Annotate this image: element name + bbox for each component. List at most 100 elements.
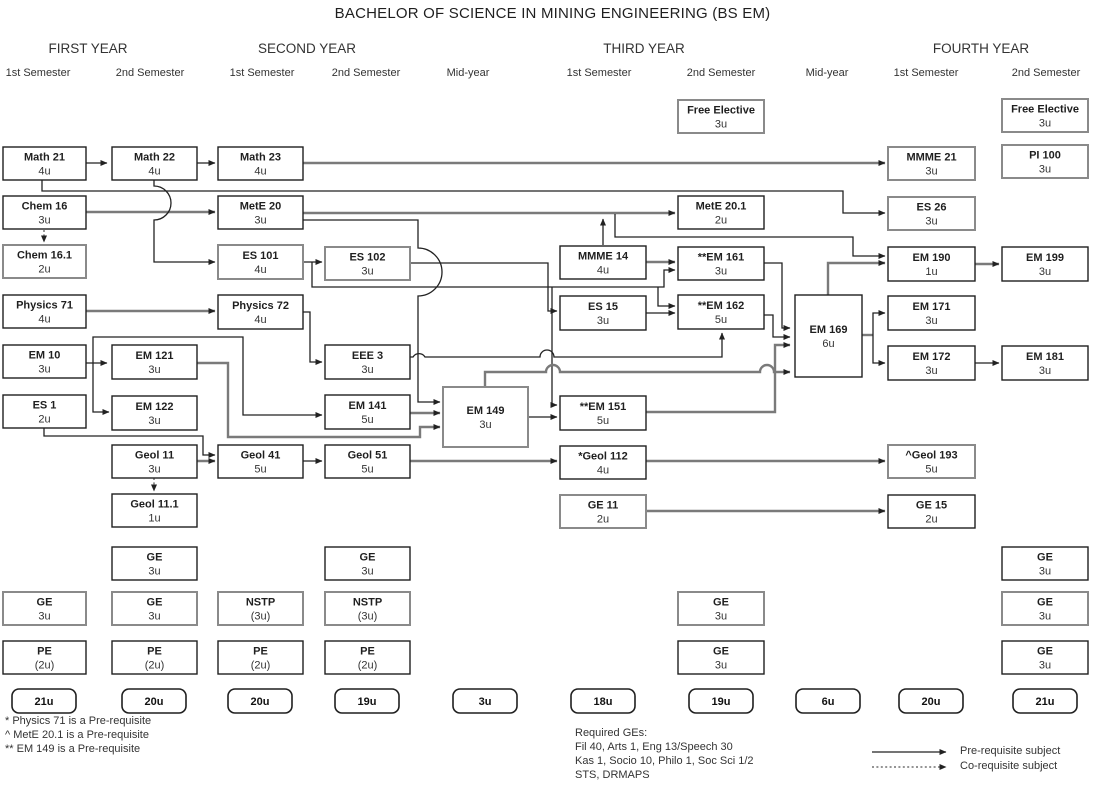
- course-label-em-199: EM 199: [1026, 252, 1064, 264]
- course-units-es-26: 3u: [925, 216, 937, 228]
- course-label-em-162: **EM 162: [698, 300, 744, 312]
- course-label-pe-col3: PE: [253, 646, 268, 658]
- course-label-free-elective-3y: Free Elective: [687, 105, 755, 117]
- course-units-es-15: 3u: [597, 315, 609, 327]
- course-label-ge-row1-col10: GE: [1037, 552, 1053, 564]
- course-units-geol-193: 5u: [925, 464, 937, 476]
- course-units-nstp-col4: (3u): [358, 611, 378, 623]
- course-units-em-181: 3u: [1039, 365, 1051, 377]
- course-units-em-122: 3u: [148, 415, 160, 427]
- course-label-em-121: EM 121: [136, 350, 174, 362]
- semester-header-2: 2nd Semester: [115, 67, 185, 79]
- semester-total-value-1: 21u: [35, 696, 54, 708]
- course-label-em-122: EM 122: [136, 401, 174, 413]
- course-box-math-22: Math 22 4u: [111, 146, 198, 181]
- course-label-em-169: EM 169: [810, 324, 848, 336]
- course-box-eee-3: EEE 33u: [324, 344, 411, 380]
- course-units-ge-row3-col10: 3u: [1039, 660, 1051, 672]
- semester-header-3: 1st Semester: [229, 67, 295, 79]
- course-box-geol-11-1: Geol 11.11u: [111, 493, 198, 528]
- required-ges-title: Required GEs:: [575, 727, 648, 739]
- course-label-ge-15: GE 15: [916, 500, 947, 512]
- course-box-pe-col2: PE (2u): [111, 640, 198, 675]
- course-units-free-elective-3y: 3u: [715, 119, 727, 131]
- edge-es102-es15: [410, 262, 558, 314]
- course-label-geol-41: Geol 41: [241, 450, 281, 462]
- course-units-pe-col2: (2u): [145, 660, 165, 672]
- course-label-nstp-col4: NSTP: [353, 597, 382, 609]
- legend-corequisite-label: Co-requisite subject: [960, 760, 1058, 772]
- semester-header-5: Mid-year: [446, 67, 490, 79]
- course-units-em-199: 3u: [1039, 266, 1051, 278]
- course-units-em-10: 3u: [38, 364, 50, 376]
- course-box-nstp-col4: NSTP (3u): [324, 591, 411, 626]
- course-label-mmme-21: MMME 21: [906, 152, 956, 164]
- course-units-ge-row1-col4: 3u: [361, 566, 373, 578]
- course-label-em-141: EM 141: [349, 400, 387, 412]
- course-units-ge-11: 2u: [597, 514, 609, 526]
- legend-prerequisite-label: Pre-requisite subject: [960, 745, 1061, 757]
- course-label-pe-col2: PE: [147, 646, 162, 658]
- course-units-em-121: 3u: [148, 364, 160, 376]
- course-label-es-102: ES 102: [349, 252, 385, 264]
- course-label-ge-row3-col7: GE: [713, 646, 729, 658]
- course-units-pe-col1: (2u): [35, 660, 55, 672]
- course-label-free-elective-4y: Free Elective: [1011, 104, 1079, 116]
- course-units-nstp-col3: (3u): [251, 611, 271, 623]
- semester-total-value-10: 21u: [1036, 696, 1055, 708]
- course-units-mete-20: 3u: [254, 215, 266, 227]
- course-label-ge-row2-col1: GE: [37, 597, 53, 609]
- course-label-ge-row2-col10: GE: [1037, 597, 1053, 609]
- course-units-em-151: 5u: [597, 415, 609, 427]
- edge-em169-em172: [872, 335, 886, 366]
- course-label-ge-row3-col10: GE: [1037, 646, 1053, 658]
- course-units-ge-row2-col10: 3u: [1039, 611, 1051, 623]
- semester-total-6: 18u: [570, 688, 636, 714]
- course-units-ge-15: 2u: [925, 514, 937, 526]
- course-label-es-101: ES 101: [242, 250, 278, 262]
- course-units-math-22: 4u: [148, 166, 160, 178]
- course-label-geol-11: Geol 11: [135, 450, 174, 462]
- course-units-geol-51: 5u: [361, 464, 373, 476]
- course-box-ge-row3-col10: GE 3u: [1001, 640, 1089, 675]
- course-label-geol-112: *Geol 112: [578, 451, 628, 463]
- course-label-geol-193: ^Geol 193: [905, 450, 957, 462]
- course-label-ge-row1-col4: GE: [360, 552, 376, 564]
- year-header-3: THIRD YEAR: [603, 41, 685, 56]
- course-box-ge-15: GE 15 2u: [887, 494, 976, 529]
- course-units-physics-72: 4u: [254, 314, 266, 326]
- semester-total-value-6: 18u: [594, 696, 613, 708]
- course-label-math-23: Math 23: [240, 152, 281, 164]
- course-units-mmme-21: 3u: [925, 166, 937, 178]
- course-label-pi-100: PI 100: [1029, 150, 1061, 162]
- course-units-mmme-14: 4u: [597, 265, 609, 277]
- course-label-pe-col4: PE: [360, 646, 375, 658]
- course-box-ge-row2-col10: GE 3u: [1001, 591, 1089, 626]
- edge-em10-em122: [92, 363, 110, 415]
- course-box-nstp-col3: NSTP(3u): [217, 591, 304, 626]
- course-label-em-190: EM 190: [913, 252, 951, 264]
- course-box-em-121: EM 121 3u: [111, 344, 198, 380]
- course-units-math-23: 4u: [254, 166, 266, 178]
- semester-total-5: 3u: [452, 688, 518, 714]
- semester-total-value-3: 20u: [251, 696, 270, 708]
- course-label-math-22: Math 22: [134, 152, 175, 164]
- course-box-free-elective-3y: Free Elective 3u: [677, 99, 765, 134]
- course-box-ge-row1-col4: GE 3u: [324, 546, 411, 581]
- edge-em169-em190: [826, 260, 886, 295]
